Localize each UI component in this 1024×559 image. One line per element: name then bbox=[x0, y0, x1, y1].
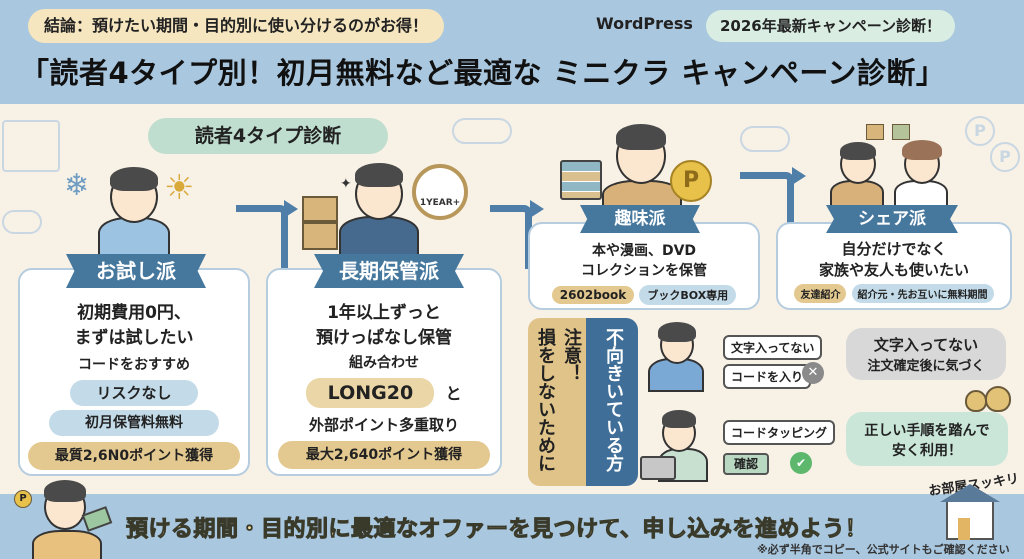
success-speech-bubble: 正しい手順を踏んで 安く利用！ bbox=[846, 412, 1008, 466]
confirm-button[interactable]: 確認 bbox=[723, 453, 769, 475]
code-row: LONG20 と bbox=[268, 378, 500, 408]
flow-arrow-head bbox=[284, 200, 298, 218]
trial-sub: コードをおすすめ bbox=[78, 357, 190, 373]
point-coin-icon: P bbox=[670, 160, 712, 202]
clock-icon: 1YEAR+ bbox=[412, 164, 468, 220]
sparkle-icon: ✦ bbox=[340, 176, 352, 192]
share-line-1: 自分だけでなく bbox=[841, 240, 947, 258]
warning-line-2: 注文確定後に気づく bbox=[867, 359, 985, 374]
hobby-line-1: 本や漫画、DVD bbox=[591, 243, 697, 259]
swap-boxes-icon bbox=[892, 124, 910, 140]
trial-line-1: 初期費用0円、 bbox=[77, 303, 191, 323]
cardboard-boxes-icon bbox=[302, 196, 338, 222]
type-ribbon-hobby: 趣味派 bbox=[580, 205, 700, 233]
code-suffix: と bbox=[445, 384, 462, 403]
success-line-2: 安く利用！ bbox=[892, 443, 962, 459]
flow-arrow-head bbox=[530, 200, 544, 218]
badge-book-box: ブックBOX専用 bbox=[639, 285, 737, 305]
long-line-1: 1年以上ずっと bbox=[327, 303, 441, 323]
platform-label: WordPress bbox=[596, 14, 693, 33]
house-roof bbox=[940, 484, 1000, 502]
footer-note: ※必ず半角でコピー、公式サイトもご確認ください bbox=[757, 543, 1010, 556]
caution-blue-column bbox=[586, 318, 638, 486]
empty-input-tag: 文字入ってない bbox=[723, 335, 823, 360]
sun-icon: ☀ bbox=[164, 168, 195, 208]
type-ribbon-long-term: 長期保管派 bbox=[314, 254, 464, 288]
reward-badge: 最大2,640ポイント獲得 bbox=[278, 441, 490, 469]
coupon-code-long20[interactable]: LONG20 bbox=[306, 378, 435, 408]
type-card-share: 自分だけでなく 家族や友人も使いたい 友達紹介 紹介元・先お互いに無料期間 bbox=[776, 222, 1012, 310]
type-ribbon-share: シェア派 bbox=[826, 205, 958, 233]
type-ribbon-trial: お試し派 bbox=[66, 254, 206, 288]
page-title: 「読者4タイプ別！初月無料など最適な ミニクラ キャンペーン診断」 bbox=[20, 56, 946, 90]
share-line-2: 家族や友人も使いたい bbox=[818, 261, 969, 279]
flow-arrow bbox=[236, 205, 288, 271]
type-card-hobby: 本や漫画、DVD コレクションを保管 2602book ブックBOX専用 bbox=[528, 222, 760, 310]
caution-gold-column bbox=[528, 318, 586, 486]
cloud-icon bbox=[2, 210, 42, 234]
long-term-user-illustration bbox=[335, 160, 425, 256]
error-cross-icon: ✕ bbox=[802, 362, 824, 384]
trial-user-illustration bbox=[90, 165, 180, 257]
box-outline-icon bbox=[2, 120, 60, 172]
badge-mutual-free-period: 紹介元・先お互いに無料期間 bbox=[851, 284, 994, 303]
hobby-badges: 2602book ブックBOX専用 bbox=[530, 284, 758, 305]
flow-arrow bbox=[740, 172, 794, 232]
unsuitable-label: 不向きいている方 bbox=[603, 328, 624, 472]
share-users-illustration bbox=[830, 140, 950, 210]
code-entered-tag: コードを入り bbox=[723, 364, 812, 389]
share-badges: 友達紹介 紹介元・先お互いに無料期間 bbox=[778, 283, 1010, 303]
section-title: 読者4タイプ診断 bbox=[148, 118, 388, 154]
point-coin-icon: P bbox=[14, 490, 32, 508]
swap-boxes-icon bbox=[866, 124, 884, 140]
laptop-user-illustration bbox=[640, 410, 708, 482]
trial-line-2: まずは試したい bbox=[74, 328, 194, 348]
caution-panel: 注意！ 損をしないために 不向きいている方 bbox=[528, 318, 638, 486]
footer-cta: 預ける期間・目的別に最適なオファーを見つけて、申し込みを進めよう！ bbox=[125, 517, 868, 543]
house-icon bbox=[946, 500, 994, 540]
conclusion-pill: 結論：預けたい期間・目的別に使い分けるのがお得！ bbox=[28, 9, 445, 43]
long-line-2: 預けっぱなし保管 bbox=[316, 328, 452, 348]
happy-user-illustration bbox=[22, 480, 112, 559]
hobby-line-2: コレクションを保管 bbox=[581, 263, 707, 279]
long-extra: 外部ポイント多重取り bbox=[308, 416, 459, 434]
cardboard-boxes-icon bbox=[302, 222, 338, 250]
type-card-trial: 初期費用0円、 まずは試したい コードをおすすめ リスクなし 初月保管料無料 最… bbox=[18, 268, 250, 476]
caution-subheading: 損をしないために bbox=[535, 328, 556, 472]
flow-arrow bbox=[490, 205, 532, 269]
warning-speech-bubble: 文字入ってない 注文確定後に気づく bbox=[846, 328, 1006, 380]
code-tapping-tag: コードタッピング bbox=[723, 420, 836, 445]
confused-user-illustration bbox=[648, 322, 708, 392]
badge-friend-referral: 友達紹介 bbox=[794, 284, 847, 303]
warning-line-1: 文字入ってない bbox=[873, 336, 979, 354]
money-bags-icon bbox=[965, 390, 987, 412]
cloud-icon bbox=[740, 126, 790, 152]
badge-no-risk: リスクなし bbox=[70, 380, 198, 406]
footer-banner bbox=[0, 494, 1024, 559]
snowflake-icon: ❄ bbox=[64, 168, 90, 203]
money-bags-icon bbox=[985, 386, 1011, 412]
flow-arrow-head bbox=[792, 167, 806, 185]
point-coin-outline-icon: P bbox=[965, 116, 995, 146]
book-stack-icon bbox=[560, 160, 602, 200]
laptop-icon bbox=[640, 456, 676, 480]
point-coin-outline-icon: P bbox=[990, 142, 1020, 172]
badge-first-month-free: 初月保管料無料 bbox=[49, 410, 219, 436]
cloud-icon bbox=[452, 118, 512, 144]
campaign-pill: 2026年最新キャンペーン診断！ bbox=[706, 10, 955, 42]
house-door bbox=[958, 518, 970, 540]
hobby-user-illustration bbox=[596, 120, 686, 216]
coupon-code-2602book[interactable]: 2602book bbox=[551, 286, 635, 304]
long-sub: 組み合わせ bbox=[349, 355, 419, 371]
type-card-long-term: 1年以上ずっと 預けっぱなし保管 組み合わせ LONG20 と 外部ポイント多重… bbox=[266, 268, 502, 476]
success-line-1: 正しい手順を踏んで bbox=[864, 423, 990, 439]
caution-heading: 注意！ bbox=[561, 328, 582, 382]
reward-badge: 最質2,6N0ポイント獲得 bbox=[28, 442, 240, 470]
success-check-icon: ✔ bbox=[790, 452, 812, 474]
